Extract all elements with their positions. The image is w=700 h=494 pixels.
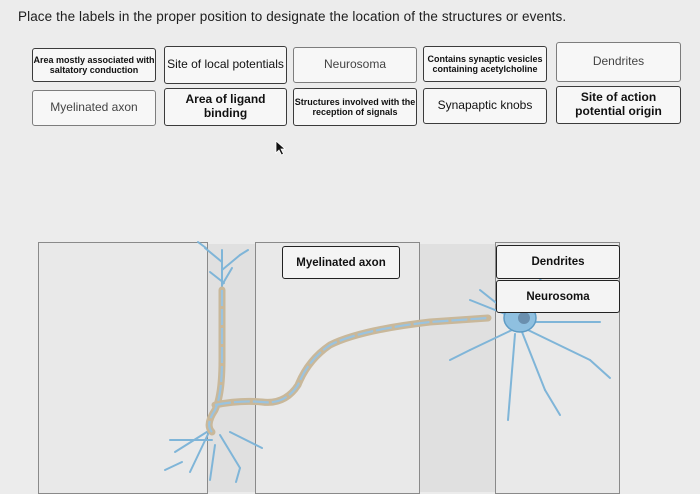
label-saltatory-conduction[interactable]: Area mostly associated with saltatory co… [32,48,156,82]
drop-zone-left[interactable] [38,242,208,494]
label-synaptic-knobs[interactable]: Synapaptic knobs [423,88,547,124]
instructions-text: Place the labels in the proper position … [18,9,567,24]
label-synaptic-vesicles[interactable]: Contains synaptic vesicles containing ac… [423,46,547,82]
label-bank: Area mostly associated with saltatory co… [0,0,700,140]
placed-label-dendrites[interactable]: Dendrites [496,245,620,279]
label-action-potential-origin[interactable]: Site of action potential origin [556,86,681,124]
label-local-potentials[interactable]: Site of local potentials [164,46,287,84]
label-reception-of-signals[interactable]: Structures involved with the reception o… [293,88,417,126]
label-ligand-binding[interactable]: Area of ligand binding [164,88,287,126]
mouse-cursor-icon [275,140,287,156]
label-dendrites[interactable]: Dendrites [556,42,681,82]
drop-zone-middle[interactable] [255,242,420,494]
label-myelinated-axon[interactable]: Myelinated axon [32,90,156,126]
placed-label-myelinated-axon[interactable]: Myelinated axon [282,246,400,279]
label-neurosoma[interactable]: Neurosoma [293,47,417,83]
placed-label-neurosoma[interactable]: Neurosoma [496,280,620,313]
